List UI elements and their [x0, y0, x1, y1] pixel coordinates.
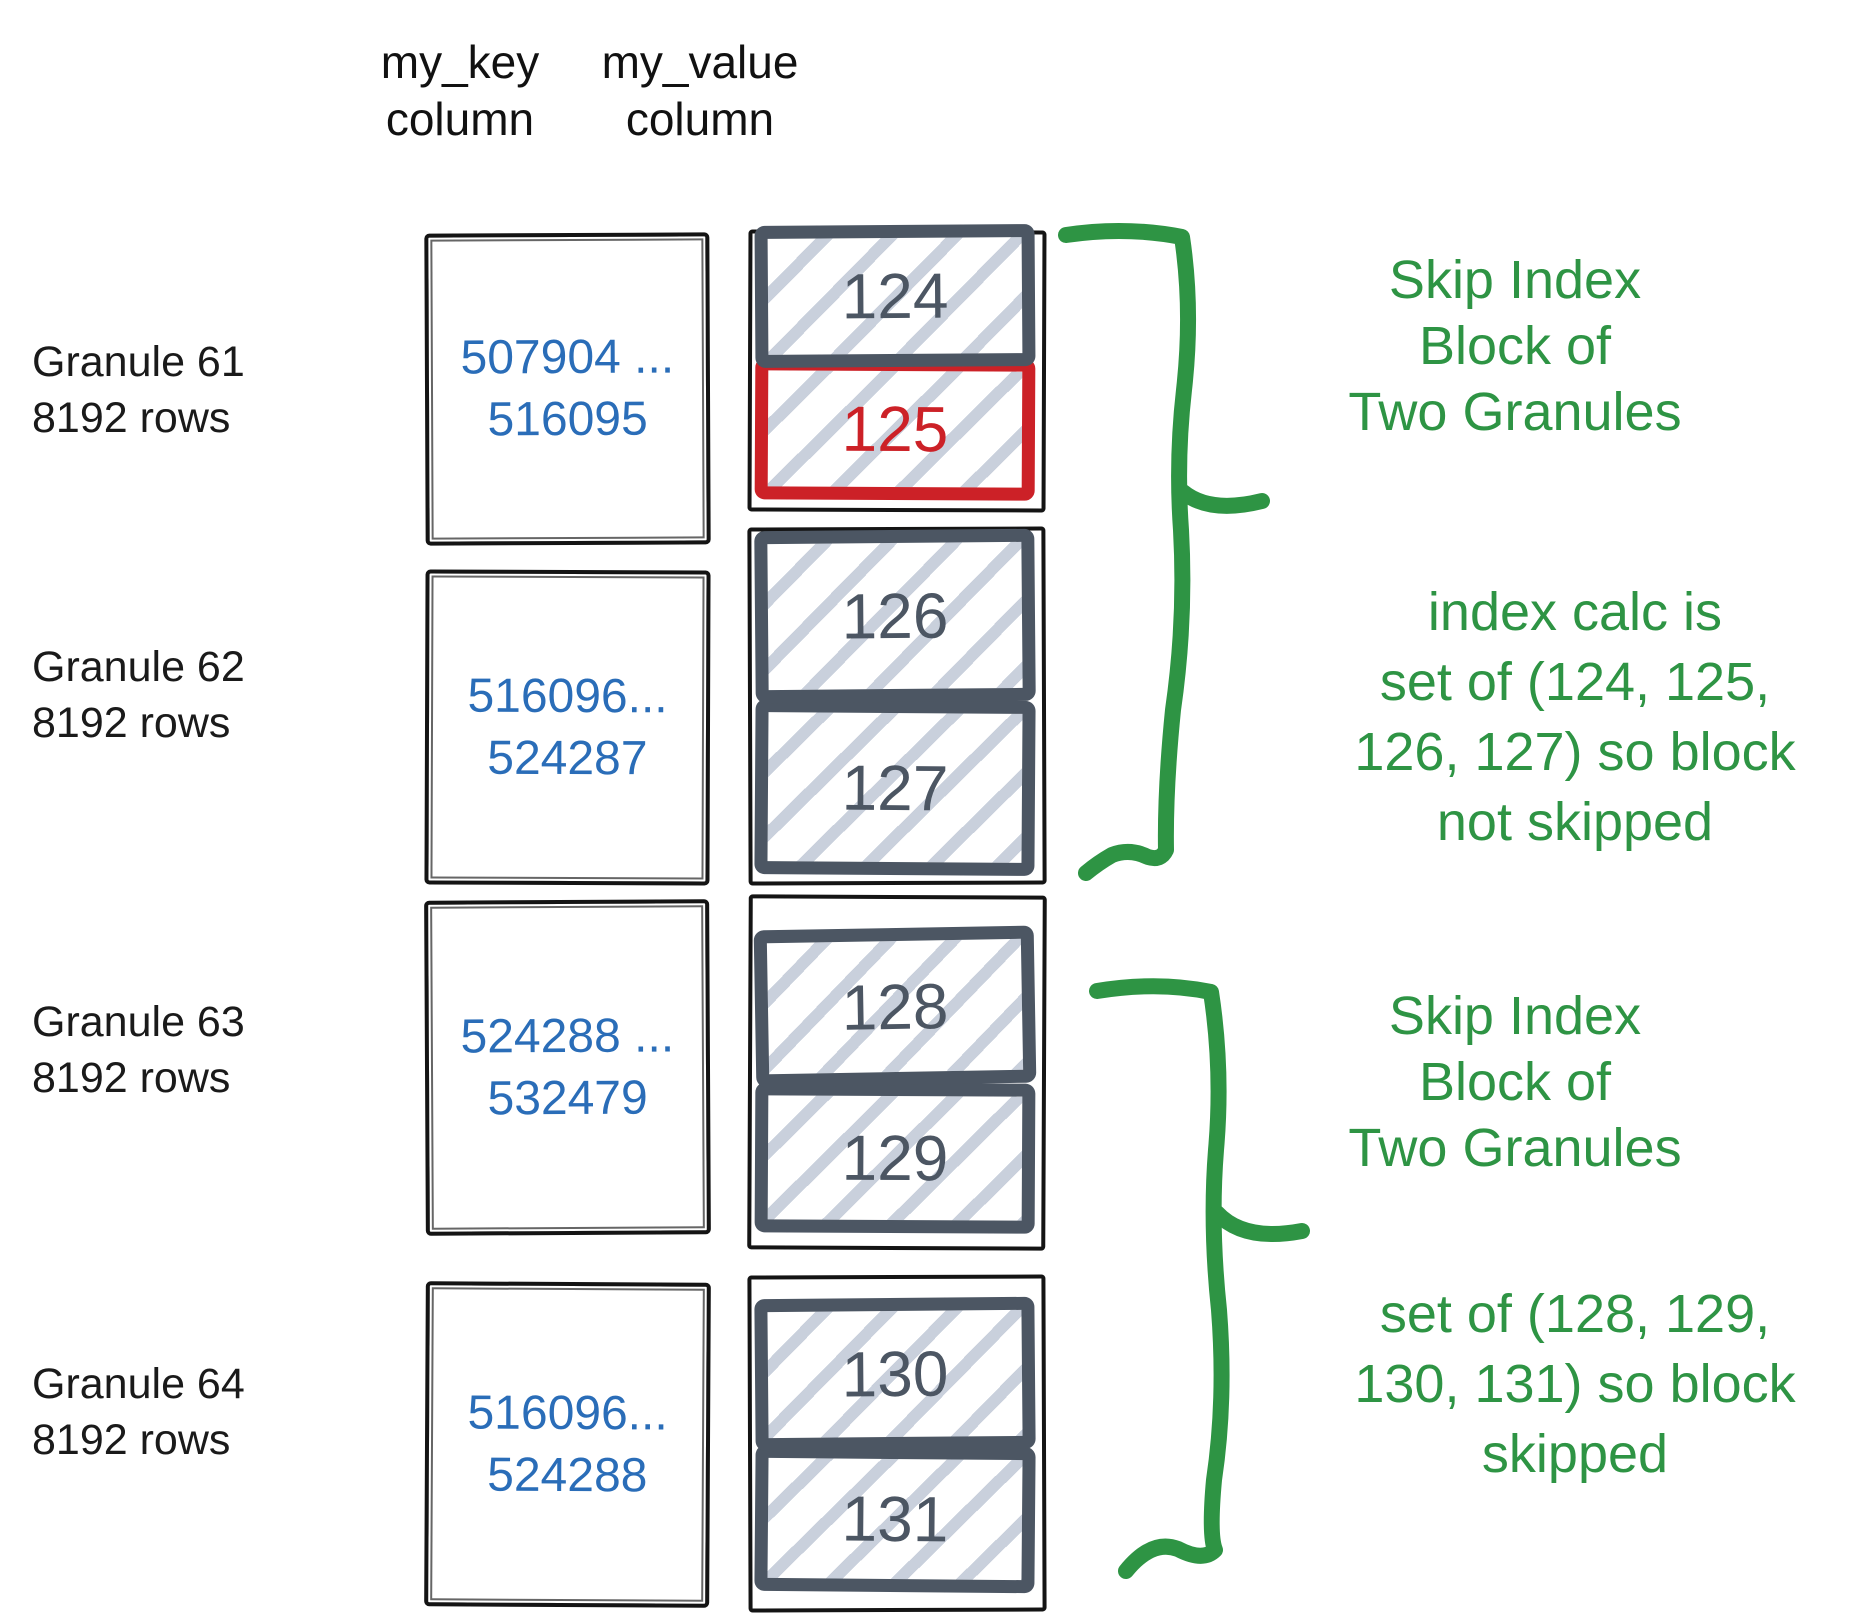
value-block-128-label: 128 [840, 969, 950, 1044]
value-block-129: 129 [754, 1082, 1036, 1234]
granule-63-key-range: 524288 ... 532479 [460, 1008, 675, 1125]
value-block-131: 131 [754, 1444, 1036, 1594]
granule-62-key-box: 516096... 524287 [424, 569, 711, 886]
value-block-127-label: 127 [841, 751, 949, 824]
value-block-125-highlighted: 125 [754, 357, 1036, 501]
column-header-my-key: my_key column [380, 36, 540, 145]
skip-block-brace-bottom-tick [1209, 1205, 1310, 1242]
annotation-skip-block-top-title: Skip Index Block of Two Granules [1348, 250, 1682, 442]
value-block-125-label: 125 [841, 392, 949, 466]
granule-64-key-range: 516096... 524288 [467, 1385, 668, 1502]
annotation-skip-block-bottom-detail: set of (128, 129, 130, 131) so block ski… [1354, 1284, 1796, 1484]
column-header-my-value: my_value column [601, 36, 799, 145]
granule-63-key-box: 524288 ... 532479 [424, 899, 711, 1236]
value-block-126-label: 126 [841, 579, 949, 653]
skip-block-brace-top-tick [1175, 484, 1270, 514]
value-block-126: 126 [754, 528, 1036, 704]
value-block-128: 128 [753, 925, 1037, 1088]
skip-block-brace-top [1058, 222, 1197, 881]
granule-62-label: Granule 62 8192 rows [32, 643, 245, 747]
value-block-131-label: 131 [841, 1482, 949, 1556]
annotation-skip-block-bottom-title: Skip Index Block of Two Granules [1348, 986, 1682, 1178]
value-block-124-label: 124 [841, 259, 949, 333]
value-block-124: 124 [754, 224, 1036, 368]
granule-61-label: Granule 61 8192 rows [32, 338, 245, 442]
value-block-129-label: 129 [841, 1121, 949, 1195]
value-block-130: 130 [754, 1296, 1036, 1452]
granule-64-label: Granule 64 8192 rows [32, 1360, 245, 1464]
value-block-127: 127 [754, 699, 1036, 876]
skip-block-brace-bottom [1089, 978, 1230, 1579]
granule-62-key-range: 516096... 524287 [467, 669, 668, 785]
granule-63-label: Granule 63 8192 rows [32, 998, 245, 1102]
value-block-130-label: 130 [841, 1337, 949, 1411]
granule-64-key-box: 516096... 524288 [424, 1281, 711, 1608]
granule-61-key-range: 507904 ... 516095 [460, 330, 675, 447]
annotation-skip-block-top-detail: index calc is set of (124, 125, 126, 127… [1354, 582, 1796, 852]
granule-61-key-box: 507904 ... 516095 [424, 232, 711, 546]
